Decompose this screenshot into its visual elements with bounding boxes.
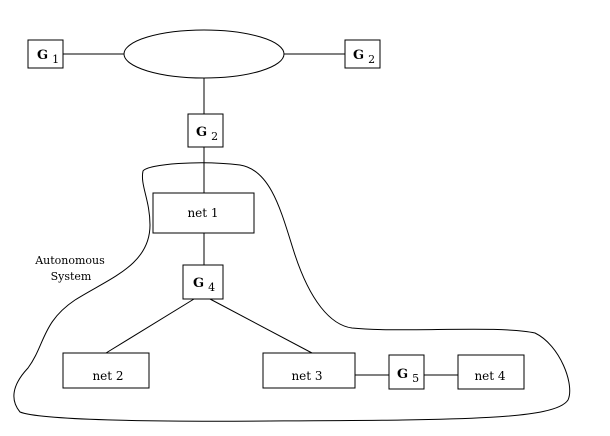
gateway-g2-right-subscript: 2 — [368, 53, 375, 66]
autonomous-system-boundary — [13, 162, 571, 422]
network-net2-label: net 2 — [92, 369, 123, 383]
gateway-g5-subscript: 5 — [412, 372, 419, 385]
network-net3: net 3 — [262, 352, 356, 389]
svg-text:G2: G2 — [353, 48, 375, 66]
svg-text:G1: G1 — [37, 48, 59, 66]
autonomous-system-label-line1: Autonomous — [34, 254, 105, 267]
gateway-g5-letter: G — [397, 367, 408, 382]
link-g4-net2 — [105, 298, 195, 354]
network-net4-label: net 4 — [474, 369, 505, 383]
network-net3-label: net 3 — [291, 369, 322, 383]
gateway-g2-right-letter: G — [353, 48, 364, 63]
gateway-g1-subscript: 1 — [52, 53, 59, 66]
gateway-g2-center-subscript: 2 — [211, 130, 218, 143]
network-net1-label: net 1 — [187, 206, 218, 220]
gateway-g4-letter: G — [193, 276, 204, 291]
autonomous-system-label-line2: System — [51, 270, 92, 283]
link-g4-net3 — [209, 298, 313, 354]
svg-text:G2: G2 — [196, 125, 218, 143]
svg-text:G5: G5 — [397, 367, 419, 385]
network-net2: net 2 — [62, 352, 150, 389]
svg-text:G4: G4 — [193, 276, 215, 294]
gateway-g4-subscript: 4 — [208, 281, 215, 294]
backbone-network-ellipse — [123, 29, 285, 79]
network-net4: net 4 — [457, 354, 525, 390]
gateway-g1-letter: G — [37, 48, 48, 63]
gateway-g2-center-letter: G — [196, 125, 207, 140]
network-net1: net 1 — [152, 192, 255, 234]
